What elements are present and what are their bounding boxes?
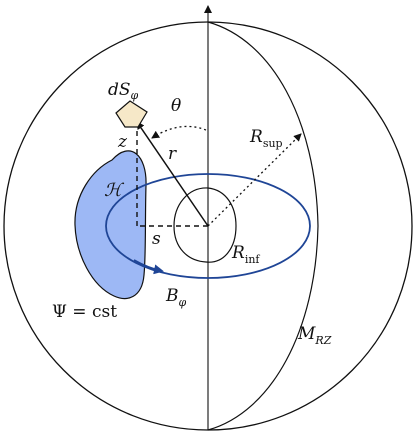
outer-radius-label: Rsup — [249, 127, 283, 150]
theta-label: θ — [171, 96, 181, 116]
surface-element-patch — [115, 100, 148, 128]
inner-core-boundary — [173, 187, 237, 263]
azimuthal-field-ellipse — [105, 173, 311, 279]
surface-element-label: dSφ — [108, 80, 139, 102]
s-label: s — [152, 229, 161, 249]
radius-vector-r — [136, 121, 209, 227]
field-b-phi-label: Bφ — [165, 286, 187, 309]
azimuthal-field-arrow — [133, 259, 164, 275]
z-label: z — [117, 132, 128, 152]
inner-radius-label: Rinf — [231, 243, 260, 266]
r-label: r — [168, 144, 177, 164]
region-h-label: ℋ — [104, 180, 125, 201]
outer-radius-vector — [207, 133, 302, 227]
hydrodynamic-region-shape — [74, 150, 147, 300]
meridional-plane-label: MRZ — [297, 324, 332, 347]
colatitude-arc — [151, 125, 207, 139]
meridional-plane-curve — [207, 21, 319, 431]
stream-function-label: Ψ = cst — [52, 302, 117, 322]
